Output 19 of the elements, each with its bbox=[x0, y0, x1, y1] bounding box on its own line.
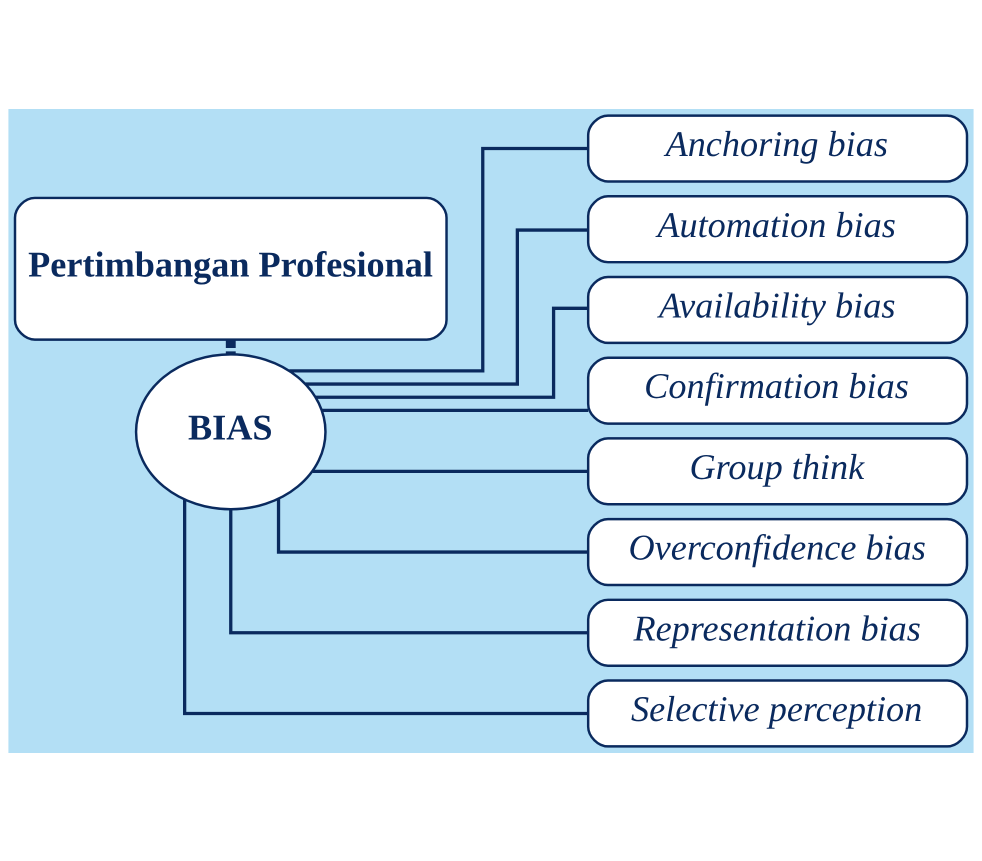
node-box: Selective perception bbox=[586, 678, 968, 748]
connector bbox=[183, 500, 588, 715]
connector bbox=[322, 408, 588, 412]
node-ellipse: BIAS bbox=[134, 352, 327, 510]
node-box: Anchoring bias bbox=[586, 114, 968, 182]
node-box: Automation bias bbox=[586, 194, 968, 263]
connector bbox=[276, 498, 588, 554]
node-box: Group think bbox=[586, 436, 968, 506]
connector bbox=[289, 146, 588, 372]
node-box: Confirmation bias bbox=[586, 356, 968, 424]
node-box: Overconfidence bias bbox=[586, 517, 968, 586]
connector bbox=[305, 228, 588, 386]
node-box: Representation bias bbox=[586, 598, 968, 666]
connector bbox=[226, 339, 236, 354]
connector bbox=[312, 469, 588, 472]
node-box: Pertimbangan Profesional bbox=[14, 196, 448, 340]
connector bbox=[229, 509, 588, 634]
connector bbox=[316, 306, 588, 398]
node-box: Availability bias bbox=[586, 275, 968, 344]
